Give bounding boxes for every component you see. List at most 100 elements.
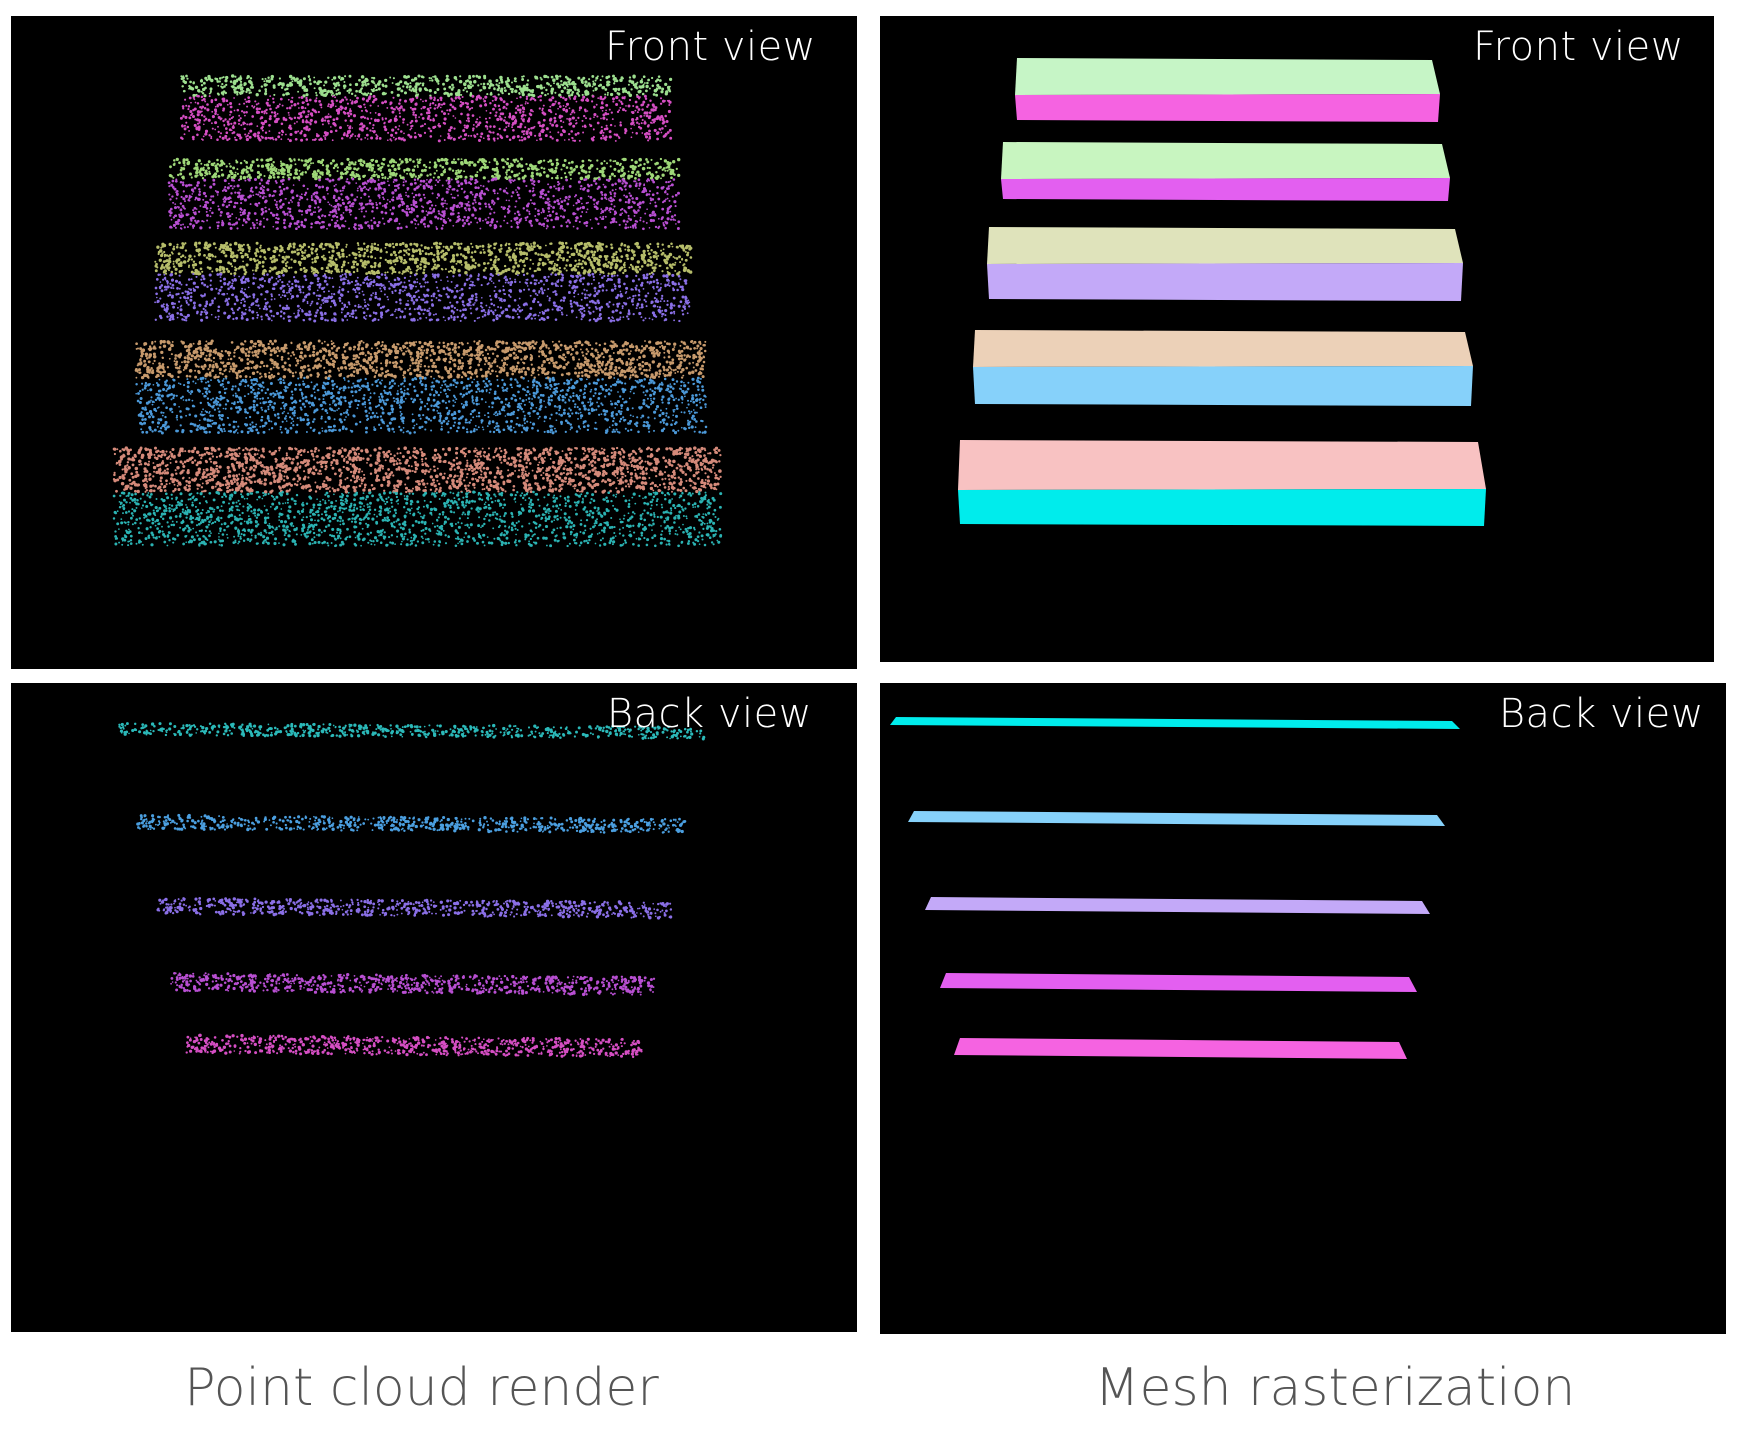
point: [220, 173, 225, 177]
point: [451, 206, 455, 210]
point: [419, 263, 422, 266]
point: [647, 116, 651, 120]
point: [249, 168, 252, 171]
point: [482, 219, 484, 222]
point: [447, 176, 451, 181]
point: [506, 76, 510, 80]
point: [545, 127, 549, 131]
point: [513, 218, 517, 221]
point: [581, 125, 584, 128]
point: [402, 138, 406, 142]
point: [631, 131, 634, 134]
point: [350, 161, 354, 165]
point: [446, 78, 450, 81]
point: [263, 268, 267, 273]
point: [407, 248, 410, 251]
point: [584, 175, 588, 179]
point: [666, 131, 670, 134]
point: [305, 88, 308, 91]
point: [497, 86, 501, 90]
point: [303, 193, 307, 197]
point: [510, 225, 513, 229]
point: [507, 242, 511, 246]
point: [195, 170, 199, 175]
point: [298, 112, 301, 116]
point: [214, 121, 218, 125]
point: [407, 133, 411, 137]
point: [306, 208, 310, 212]
point: [363, 215, 366, 218]
point: [399, 162, 402, 165]
point: [450, 265, 455, 269]
point: [642, 100, 646, 104]
point: [459, 175, 463, 179]
point: [637, 164, 640, 168]
point: [388, 217, 393, 221]
point: [316, 132, 318, 135]
point: [600, 117, 602, 120]
point: [672, 160, 676, 164]
point: [505, 173, 508, 176]
point: [374, 111, 377, 114]
point: [460, 242, 463, 246]
point: [669, 265, 672, 268]
point: [486, 82, 490, 86]
point: [664, 82, 668, 86]
point: [394, 188, 398, 192]
point: [618, 198, 622, 202]
point: [232, 81, 235, 84]
point: [403, 210, 406, 213]
point: [327, 122, 330, 125]
point: [591, 256, 594, 259]
point: [576, 88, 580, 92]
point: [301, 213, 303, 216]
point: [291, 96, 294, 99]
point: [297, 225, 301, 229]
point: [394, 174, 397, 177]
point: [172, 201, 175, 204]
point: [292, 176, 296, 180]
point: [404, 270, 407, 273]
point: [172, 223, 176, 227]
point: [346, 111, 350, 115]
point: [552, 78, 556, 82]
point: [234, 75, 237, 78]
point: [304, 107, 307, 110]
point: [549, 117, 553, 121]
point: [388, 169, 392, 173]
point: [624, 201, 628, 204]
point: [254, 202, 258, 206]
point: [634, 100, 638, 104]
point: [552, 210, 555, 213]
point: [256, 175, 261, 179]
point: [227, 182, 230, 185]
point: [612, 270, 617, 275]
point: [527, 135, 531, 139]
point: [532, 241, 536, 245]
point: [512, 128, 515, 132]
point: [237, 191, 241, 195]
point: [529, 131, 533, 135]
point: [233, 272, 237, 275]
point: [417, 178, 419, 181]
point: [246, 167, 249, 170]
point: [644, 120, 646, 123]
point: [493, 95, 496, 98]
point: [399, 195, 403, 198]
point: [291, 216, 294, 219]
point: [623, 209, 626, 212]
point: [304, 218, 307, 222]
point: [463, 247, 467, 251]
point: [336, 111, 340, 115]
point: [350, 92, 354, 96]
point: [654, 120, 656, 123]
point: [561, 207, 564, 210]
point: [209, 90, 212, 93]
point: [628, 76, 632, 79]
point: [202, 191, 206, 195]
point: [493, 201, 496, 205]
point: [539, 84, 543, 87]
point: [540, 78, 543, 81]
point: [392, 96, 395, 99]
point: [621, 77, 624, 80]
